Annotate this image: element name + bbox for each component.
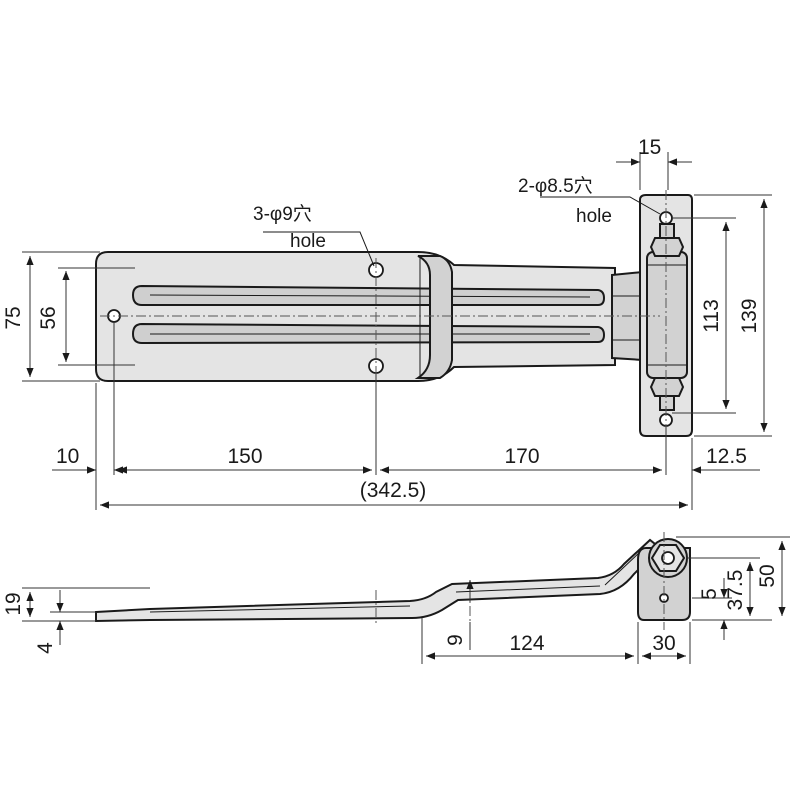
dim-124: 124 (509, 632, 544, 655)
dim-170: 170 (504, 445, 539, 468)
dim-37-5: 37.5 (724, 570, 747, 611)
dim-75: 75 (2, 306, 25, 329)
dim-113: 113 (700, 299, 723, 332)
hole-note-main-symbol: φ (270, 204, 282, 225)
hole-note-hinge-count: 2- (518, 176, 535, 197)
dim-139: 139 (738, 298, 761, 333)
dim-5: 5 (698, 588, 721, 600)
dim-50: 50 (756, 564, 779, 587)
dim-19: 19 (2, 592, 25, 615)
upper-nut (649, 237, 685, 257)
svg-text:3-φ9穴: 3-φ9穴 (253, 203, 312, 225)
lower-nut (649, 377, 685, 397)
dim-15: 15 (638, 136, 661, 159)
hole-note-main-count: 3- (253, 204, 270, 225)
top-view: 3-φ9穴 hole 2-φ8.5穴 hole 15 75 56 113 139 (2, 136, 772, 510)
dim-150: 150 (227, 445, 262, 468)
dim-30: 30 (652, 632, 675, 655)
side-view: 19 4 9 124 30 5 37.5 50 (2, 532, 790, 664)
dim-9: 9 (444, 634, 467, 646)
side-bolt (661, 551, 675, 565)
hole-note-hinge-size: 8.5穴 (547, 175, 592, 197)
dim-10: 10 (56, 445, 79, 468)
hinge-barrel (646, 251, 688, 379)
hole-note-hinge-symbol: φ (535, 176, 547, 197)
hole-note-main-size: 9穴 (282, 203, 312, 225)
hole-note-hinge-english: hole (576, 206, 612, 227)
dim-total: (342.5) (360, 479, 427, 502)
dim-56: 56 (37, 306, 60, 329)
svg-text:2-φ8.5穴: 2-φ8.5穴 (518, 175, 593, 197)
side-arm-profile (95, 538, 662, 623)
bend-section (414, 255, 453, 379)
dim-4: 4 (34, 642, 57, 654)
dim-12-5: 12.5 (706, 445, 747, 468)
hole-note-main-english: hole (290, 231, 326, 252)
